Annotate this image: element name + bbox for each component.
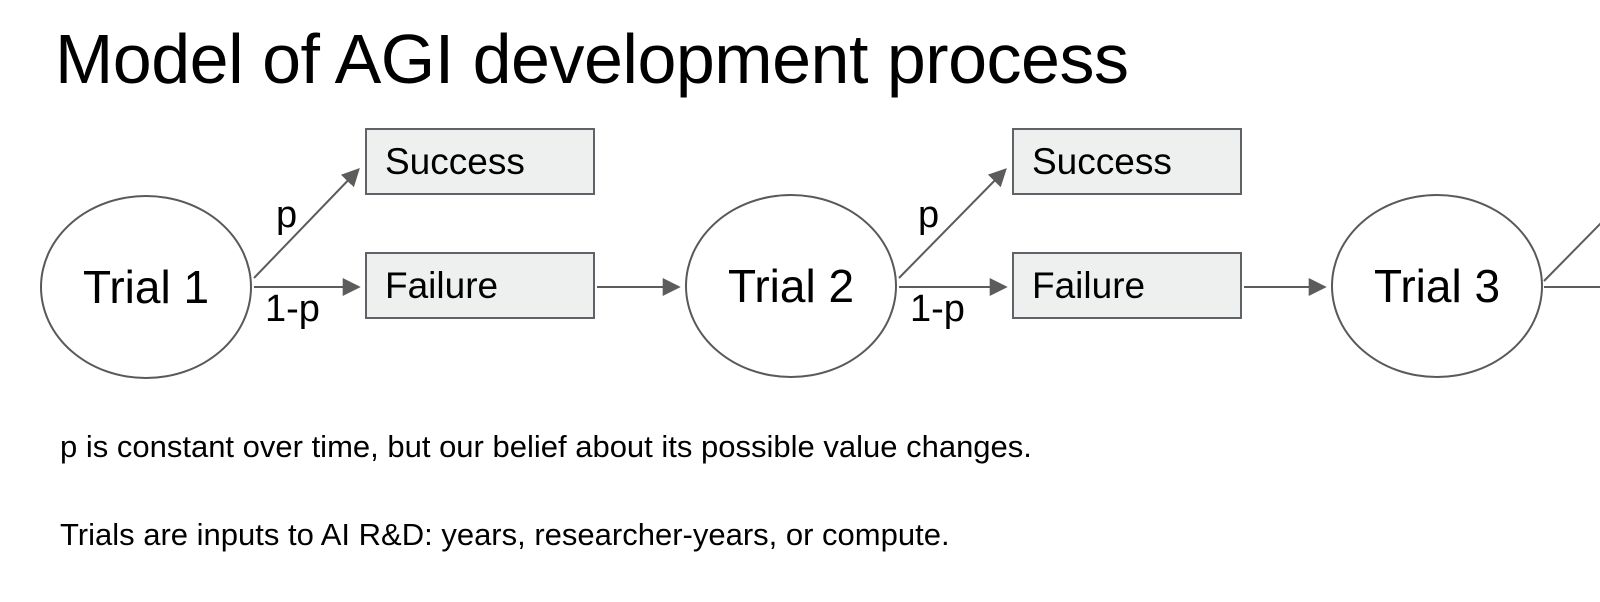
arrow-trial3-diagonal-offscreen xyxy=(1543,222,1600,282)
success-box-1-label: Success xyxy=(385,140,525,182)
failure-box-2-label: Failure xyxy=(1032,264,1146,306)
note-trials-inputs: Trials are inputs to AI R&D: years, rese… xyxy=(60,517,950,552)
probability-label-1mp-1: 1-p xyxy=(265,288,320,330)
success-box-2: Success xyxy=(1012,128,1242,195)
page-title: Model of AGI development process xyxy=(55,20,1129,98)
note-p-constant: p is constant over time, but our belief … xyxy=(60,429,1032,464)
trial-3-node: Trial 3 xyxy=(1331,194,1543,378)
failure-box-2: Failure xyxy=(1012,252,1242,319)
trial-3-label: Trial 3 xyxy=(1373,260,1501,312)
probability-label-p-2: p xyxy=(918,194,940,236)
success-box-2-label: Success xyxy=(1032,140,1172,182)
arrow-trial2-to-success2 xyxy=(898,168,1007,279)
trial-1-node: Trial 1 xyxy=(40,195,252,379)
trial-1-label: Trial 1 xyxy=(82,261,210,313)
failure-box-1: Failure xyxy=(365,252,595,319)
trial-2-node: Trial 2 xyxy=(685,194,897,378)
probability-label-1mp-2: 1-p xyxy=(910,288,965,330)
arrow-trial1-to-success1 xyxy=(253,168,360,279)
failure-box-1-label: Failure xyxy=(385,264,499,306)
probability-label-p-1: p xyxy=(276,194,298,236)
trial-2-label: Trial 2 xyxy=(727,260,855,312)
success-box-1: Success xyxy=(365,128,595,195)
